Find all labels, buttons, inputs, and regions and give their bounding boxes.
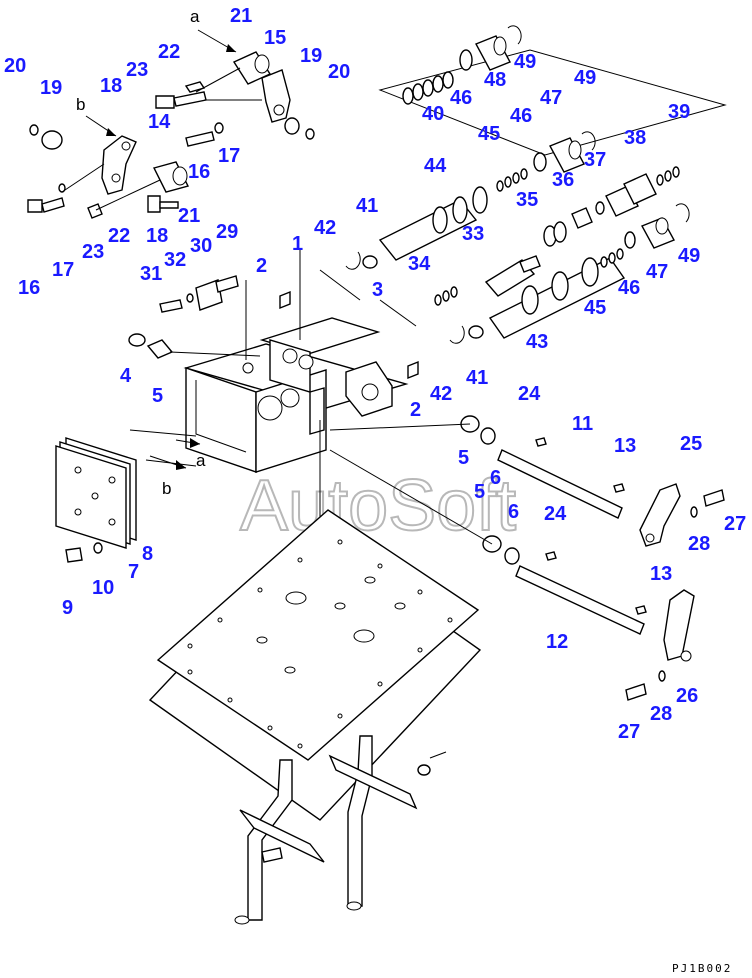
callout-1: 1 (292, 233, 303, 255)
callout-49-lower: 49 (678, 245, 700, 267)
callout-5-lower: 5 (474, 481, 485, 503)
callout-12: 12 (546, 631, 568, 653)
callout-30: 30 (190, 235, 212, 257)
callout-46-lower: 46 (618, 277, 640, 299)
callout-15: 15 (264, 27, 286, 49)
callout-42-lower: 42 (430, 383, 452, 405)
callout-2-upper: 2 (256, 255, 267, 277)
label-b-top: b (76, 95, 85, 114)
callout-8: 8 (142, 543, 153, 565)
callout-32: 32 (164, 249, 186, 271)
callout-6-upper: 6 (490, 467, 501, 489)
callout-37: 37 (584, 149, 606, 171)
callout-13-lower: 13 (650, 563, 672, 585)
callout-27-lower: 27 (618, 721, 640, 743)
callout-48: 48 (484, 69, 506, 91)
callout-40: 40 (422, 103, 444, 125)
callout-22: 22 (158, 41, 180, 63)
callout-41-upper: 41 (356, 195, 378, 217)
callout-38: 38 (624, 127, 646, 149)
callout-21-lower: 21 (178, 205, 200, 227)
callout-19-right: 19 (300, 45, 322, 67)
callout-labels: a 21 15 22 23 18 19 20 20 19 b 14 17 16 … (4, 5, 746, 743)
callout-7: 7 (128, 561, 139, 583)
callout-2-lower: 2 (410, 399, 421, 421)
callout-22-lower: 22 (108, 225, 130, 247)
callout-25: 25 (680, 433, 702, 455)
valve-body (128, 250, 419, 662)
callout-23-lower: 23 (82, 241, 104, 263)
callout-16-upper: 16 (188, 161, 210, 183)
watermark: AutoSoft (240, 466, 516, 546)
callout-43: 43 (526, 331, 548, 353)
callout-47-mid: 47 (540, 87, 562, 109)
callout-28-upper: 28 (688, 533, 710, 555)
callout-16-lower: 16 (18, 277, 40, 299)
callout-47-lower: 47 (646, 261, 668, 283)
callout-36: 36 (552, 169, 574, 191)
callout-35: 35 (516, 189, 538, 211)
callout-45-lower: 45 (584, 297, 606, 319)
label-b-lower: b (162, 479, 171, 498)
callout-14: 14 (148, 111, 171, 133)
callout-46-mid: 46 (510, 105, 532, 127)
callout-23: 23 (126, 59, 148, 81)
callout-17-lower: 17 (52, 259, 74, 281)
callout-20-left: 20 (4, 55, 26, 77)
callout-19-left: 19 (40, 77, 62, 99)
label-a-lower: a (196, 451, 206, 470)
callout-17-upper: 17 (218, 145, 240, 167)
callout-5-upper: 5 (152, 385, 163, 407)
callout-49-mid: 49 (574, 67, 596, 89)
callout-9: 9 (62, 597, 73, 619)
leader-arrows (85, 29, 237, 470)
callout-39: 39 (668, 101, 690, 123)
callout-34: 34 (408, 253, 431, 275)
shaft-assembly (329, 415, 725, 701)
oil-pan (148, 509, 482, 821)
callout-26: 26 (676, 685, 698, 707)
callout-46-top: 46 (450, 87, 472, 109)
label-a-top: a (190, 7, 200, 26)
callout-49-top: 49 (514, 51, 536, 73)
callout-20-right: 20 (328, 61, 350, 83)
callout-18-lower: 18 (146, 225, 168, 247)
lever-assembly-upper (27, 51, 315, 219)
callout-28-lower: 28 (650, 703, 672, 725)
callout-45-upper: 45 (478, 123, 500, 145)
callout-29: 29 (216, 221, 238, 243)
callout-27-upper: 27 (724, 513, 746, 535)
callout-4: 4 (120, 365, 132, 387)
callout-3: 3 (372, 279, 383, 301)
callout-5-mid: 5 (458, 447, 469, 469)
callout-24-upper: 24 (518, 383, 541, 405)
callout-42-upper: 42 (314, 217, 336, 239)
callout-11: 11 (572, 413, 593, 435)
callout-31: 31 (140, 263, 162, 285)
spool-assembly-right (345, 25, 727, 344)
callout-6-lower: 6 (508, 501, 519, 523)
strainer-pipes (234, 735, 447, 925)
callout-33: 33 (462, 223, 484, 245)
callout-10: 10 (92, 577, 114, 599)
callout-41-lower: 41 (466, 367, 488, 389)
drawing-code: PJ1B002 (672, 962, 732, 975)
cover-plate (55, 429, 197, 563)
callout-21: 21 (230, 5, 252, 27)
callout-44: 44 (424, 155, 447, 177)
callout-18: 18 (100, 75, 122, 97)
callout-13-upper: 13 (614, 435, 636, 457)
callout-24-lower: 24 (544, 503, 567, 525)
